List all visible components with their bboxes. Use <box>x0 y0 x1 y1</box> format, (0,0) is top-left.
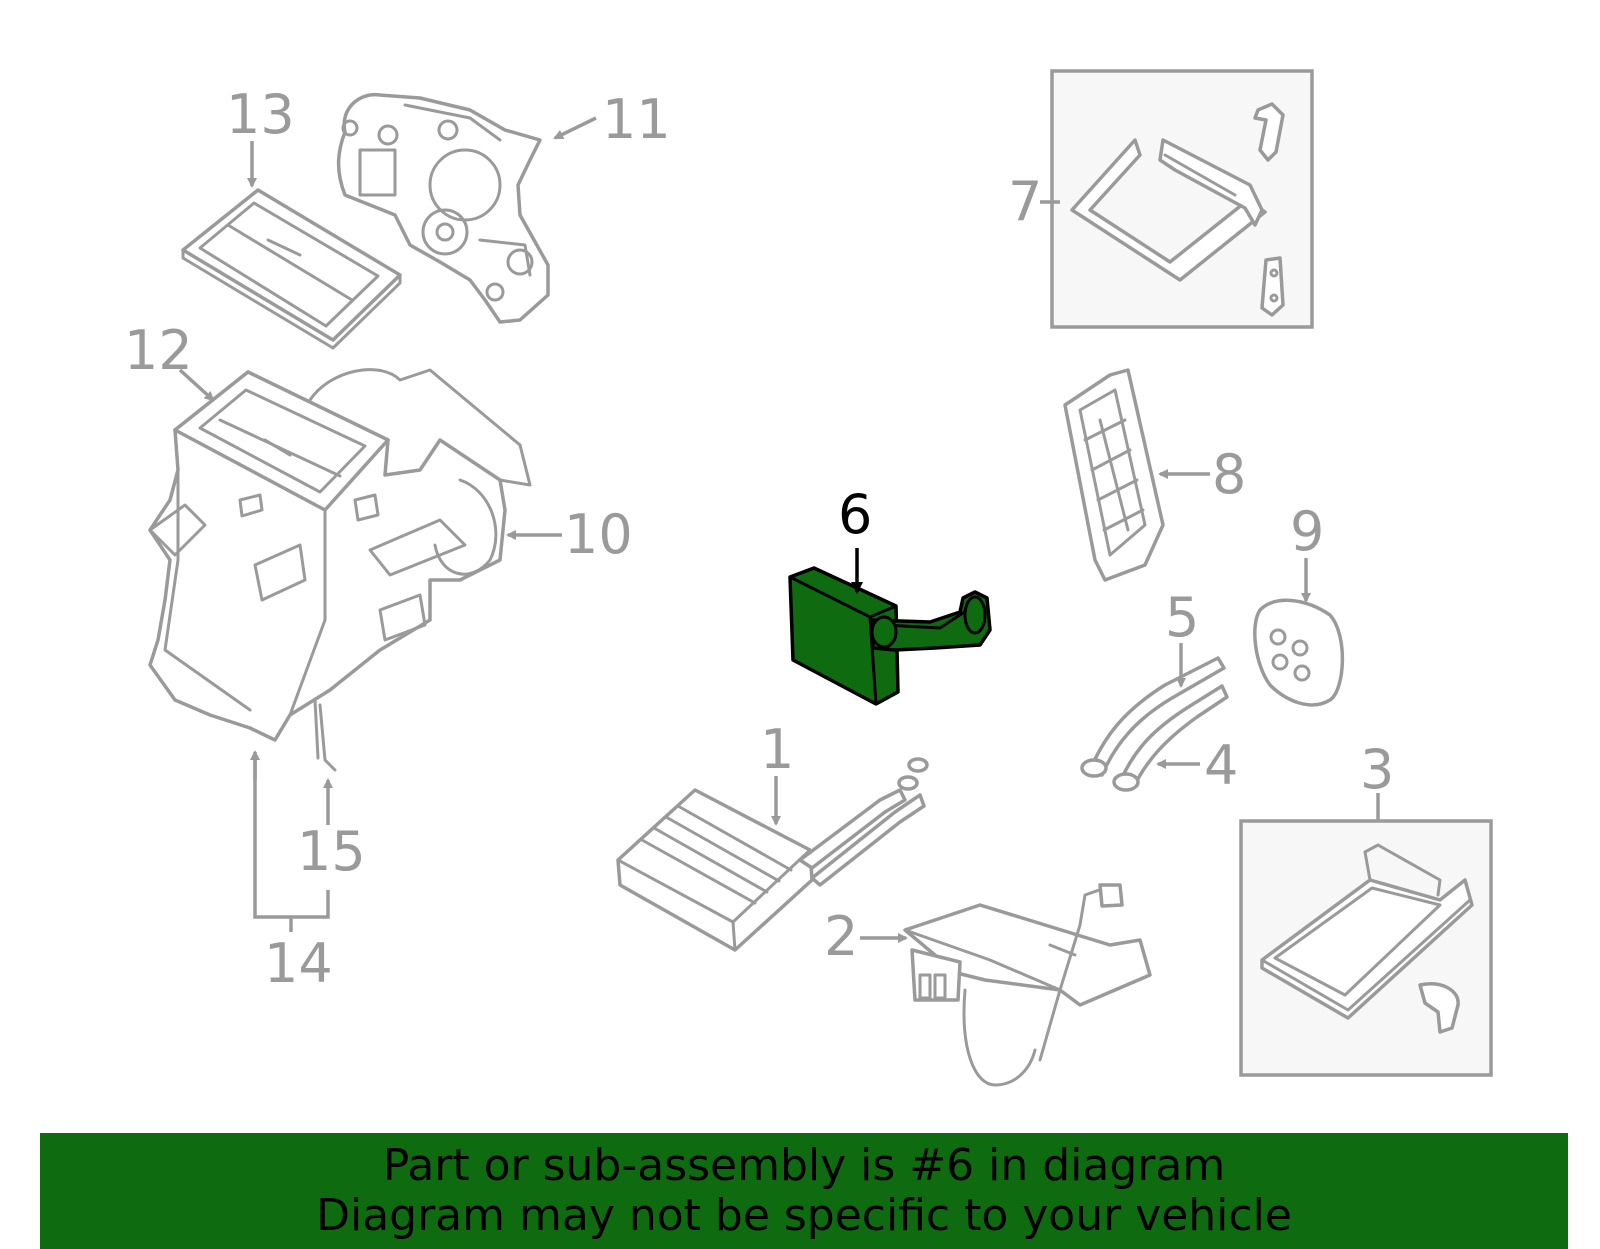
callout-11: 11 <box>602 88 671 151</box>
part-12-hvac-case[interactable] <box>148 368 532 772</box>
part-4-hose[interactable] <box>1112 684 1229 792</box>
part-13-filter[interactable] <box>181 188 402 350</box>
callout-1: 1 <box>760 718 794 781</box>
callout-7: 7 <box>1008 170 1042 233</box>
callout-5: 5 <box>1165 586 1199 649</box>
callout-13: 13 <box>226 83 295 146</box>
part-2-module[interactable] <box>903 883 1152 1087</box>
part-1-heater-core[interactable] <box>616 757 929 952</box>
part-5-hose[interactable] <box>1080 656 1226 778</box>
callout-10: 10 <box>564 503 633 566</box>
callout-12: 12 <box>124 319 193 382</box>
callout-8: 8 <box>1212 443 1246 506</box>
part-8-frame[interactable] <box>1063 368 1165 582</box>
callout-6-highlighted: 6 <box>838 483 872 546</box>
part-11-blower-housing[interactable] <box>336 93 550 324</box>
callout-15: 15 <box>297 820 366 883</box>
callout-3: 3 <box>1360 738 1394 801</box>
part-7-box[interactable] <box>1050 69 1314 329</box>
notice-line-disclaimer: Diagram may not be specific to your vehi… <box>316 1190 1292 1241</box>
part-9-grommet[interactable] <box>1253 598 1345 707</box>
notice-banner: Part or sub-assembly is #6 in diagram Di… <box>40 1133 1568 1249</box>
leader-lines <box>178 116 1380 943</box>
part-3-box[interactable] <box>1239 819 1493 1077</box>
part-6-heater-core-highlighted[interactable] <box>788 566 992 706</box>
callout-2: 2 <box>824 905 858 968</box>
callout-14: 14 <box>264 932 333 995</box>
callout-4: 4 <box>1204 734 1238 797</box>
notice-line-part: Part or sub-assembly is #6 in diagram <box>382 1140 1226 1191</box>
callout-9: 9 <box>1290 500 1324 563</box>
